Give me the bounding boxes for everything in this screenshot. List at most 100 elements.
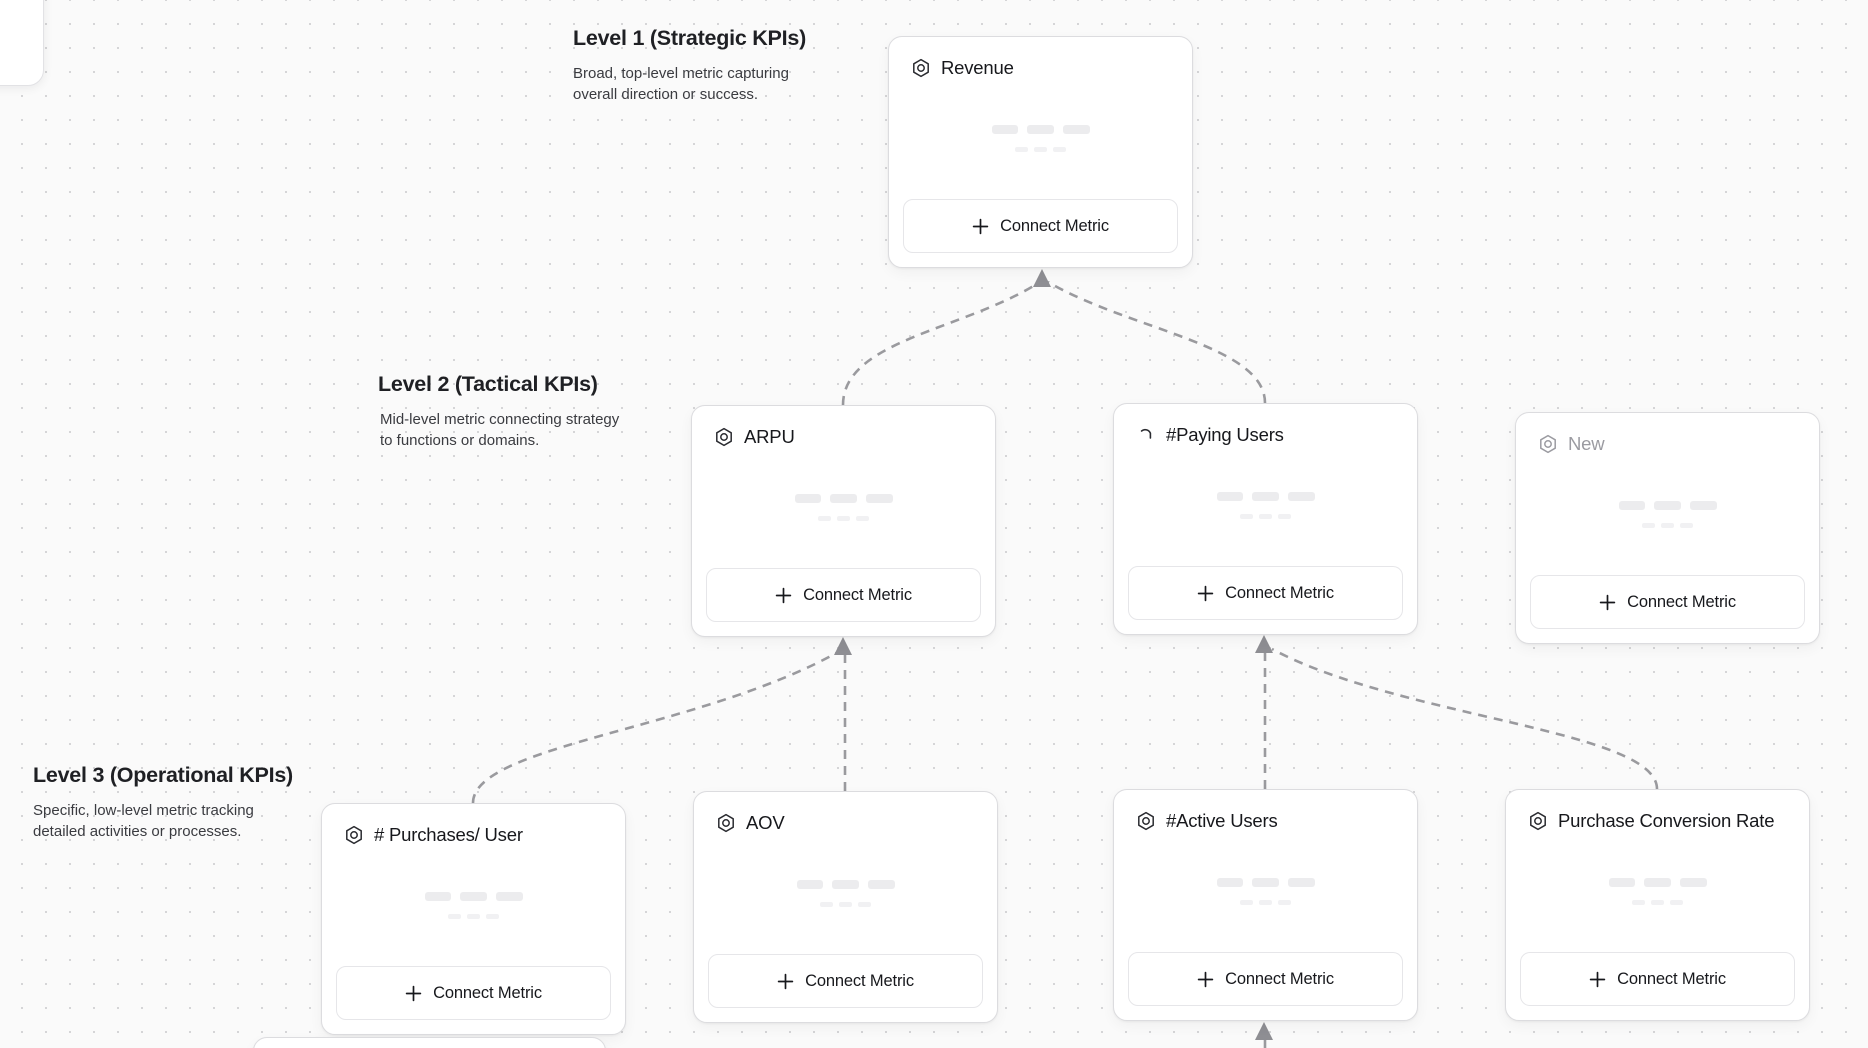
skeleton-row-primary	[1216, 877, 1315, 887]
skeleton-bar	[1015, 146, 1028, 152]
skeleton-bar	[865, 493, 893, 503]
connect-metric-label: Connect Metric	[1627, 592, 1736, 611]
connect-metric-label: Connect Metric	[803, 585, 912, 604]
level-2-title: Level 2 (Tactical KPIs)	[378, 372, 598, 396]
skeleton-bar	[1240, 513, 1253, 519]
skeleton-row-secondary	[1240, 513, 1291, 519]
skeleton-bar	[1608, 877, 1635, 887]
card-header: #Active Users	[1114, 790, 1417, 832]
skeleton-bar	[1642, 522, 1655, 528]
card-placeholder-body	[1114, 832, 1417, 952]
skeleton-bar	[1651, 899, 1664, 905]
connect-metric-button[interactable]: Connect Metric	[1520, 952, 1795, 1006]
metric-card-new[interactable]: New Connect Metric	[1515, 412, 1820, 644]
skeleton-row-secondary	[1632, 899, 1683, 905]
skeleton-row-secondary	[1015, 146, 1066, 152]
skeleton-bar	[1680, 522, 1693, 528]
skeleton-bar	[820, 901, 833, 907]
plus-icon	[1197, 585, 1214, 601]
skeleton-row-primary	[1608, 877, 1707, 887]
edge-purchases-to-arpu	[471, 649, 841, 804]
skeleton-bar	[1216, 491, 1243, 501]
skeleton-row-secondary	[448, 913, 499, 919]
card-title: ARPU	[744, 426, 795, 447]
card-title: New	[1568, 433, 1605, 454]
connect-metric-label: Connect Metric	[433, 983, 542, 1002]
connect-metric-button[interactable]: Connect Metric	[708, 954, 983, 1008]
skeleton-bar	[867, 879, 895, 889]
metric-card-purchase-conversion-rate[interactable]: Purchase Conversion Rate Connect Metric	[1505, 789, 1810, 1021]
metric-card-active-users[interactable]: #Active Users Connect Metric	[1113, 789, 1418, 1021]
skeleton-bar	[1062, 124, 1090, 134]
connect-metric-label: Connect Metric	[1000, 216, 1109, 235]
card-header: Revenue	[889, 37, 1192, 79]
skeleton-bar	[1618, 500, 1645, 510]
connect-metric-label: Connect Metric	[805, 971, 914, 990]
skeleton-row-secondary	[818, 515, 869, 521]
skeleton-bar	[1679, 877, 1707, 887]
connect-metric-label: Connect Metric	[1617, 969, 1726, 988]
card-header: ARPU	[692, 406, 995, 448]
connect-metric-button[interactable]: Connect Metric	[1530, 575, 1805, 629]
skeleton-bar	[1026, 124, 1054, 134]
edge-arpu-to-revenue	[841, 280, 1041, 406]
skeleton-bar	[831, 879, 859, 889]
skeleton-bar	[459, 891, 487, 901]
plus-icon	[972, 218, 989, 234]
level-3-label: Level 3 (Operational KPIs) Specific, low…	[33, 763, 293, 842]
connect-metric-label: Connect Metric	[1225, 969, 1334, 988]
metric-card-paying-users[interactable]: #Paying Users Connect Metric	[1113, 403, 1418, 635]
arrowhead-paying	[1255, 635, 1273, 653]
card-placeholder-body	[1506, 832, 1809, 952]
connect-metric-button[interactable]: Connect Metric	[903, 199, 1178, 253]
connect-metric-button[interactable]: Connect Metric	[336, 966, 611, 1020]
card-placeholder-body	[889, 79, 1192, 199]
skeleton-bar	[1216, 877, 1243, 887]
skeleton-bar	[829, 493, 857, 503]
arrowhead-active-bottom	[1255, 1022, 1273, 1040]
hexagon-metric-icon	[716, 427, 732, 447]
skeleton-bar	[424, 891, 451, 901]
metric-card-revenue[interactable]: Revenue Connect Metric	[888, 36, 1193, 268]
level-1-description: Broad, top-level metric capturing overal…	[573, 65, 789, 103]
skeleton-row-primary	[424, 891, 523, 901]
metric-card-arpu[interactable]: ARPU Connect Metric	[691, 405, 996, 637]
plus-icon	[405, 985, 422, 1001]
skeleton-bar	[1689, 500, 1717, 510]
skeleton-bar	[839, 901, 852, 907]
skeleton-bar	[818, 515, 831, 521]
skeleton-bar	[486, 913, 499, 919]
skeleton-row-secondary	[820, 901, 871, 907]
card-header: AOV	[694, 792, 997, 834]
card-placeholder-body	[692, 448, 995, 568]
plus-icon	[775, 587, 792, 603]
card-header: Purchase Conversion Rate	[1506, 790, 1809, 832]
hexagon-metric-icon	[718, 813, 734, 833]
floating-corner-panel[interactable]	[0, 0, 44, 86]
skeleton-bar	[796, 879, 823, 889]
skeleton-bar	[991, 124, 1018, 134]
skeleton-bar	[858, 901, 871, 907]
connect-metric-button[interactable]: Connect Metric	[1128, 566, 1403, 620]
card-title: AOV	[746, 812, 785, 833]
level-1-label: Level 1 (Strategic KPIs) Broad, top-leve…	[573, 26, 818, 105]
card-header: # Purchases/ User	[322, 804, 625, 846]
hexagon-metric-icon	[913, 58, 929, 78]
metric-card-partial-offscreen[interactable]	[253, 1037, 606, 1048]
card-title: #Paying Users	[1166, 424, 1284, 445]
level-3-description: Specific, low-level metric tracking deta…	[33, 802, 254, 840]
skeleton-bar	[448, 913, 461, 919]
metric-card-purchases-per-user[interactable]: # Purchases/ User Connect Metric	[321, 803, 626, 1035]
level-3-title: Level 3 (Operational KPIs)	[33, 763, 293, 787]
connect-metric-button[interactable]: Connect Metric	[1128, 952, 1403, 1006]
skeleton-bar	[1632, 899, 1645, 905]
edge-paying-to-revenue	[1047, 280, 1267, 404]
hexagon-metric-icon	[1530, 811, 1546, 831]
skeleton-row-secondary	[1240, 899, 1291, 905]
metric-card-aov[interactable]: AOV Connect Metric	[693, 791, 998, 1023]
skeleton-row-primary	[1216, 491, 1315, 501]
skeleton-bar	[467, 913, 480, 919]
card-title: #Active Users	[1166, 810, 1278, 831]
connect-metric-button[interactable]: Connect Metric	[706, 568, 981, 622]
